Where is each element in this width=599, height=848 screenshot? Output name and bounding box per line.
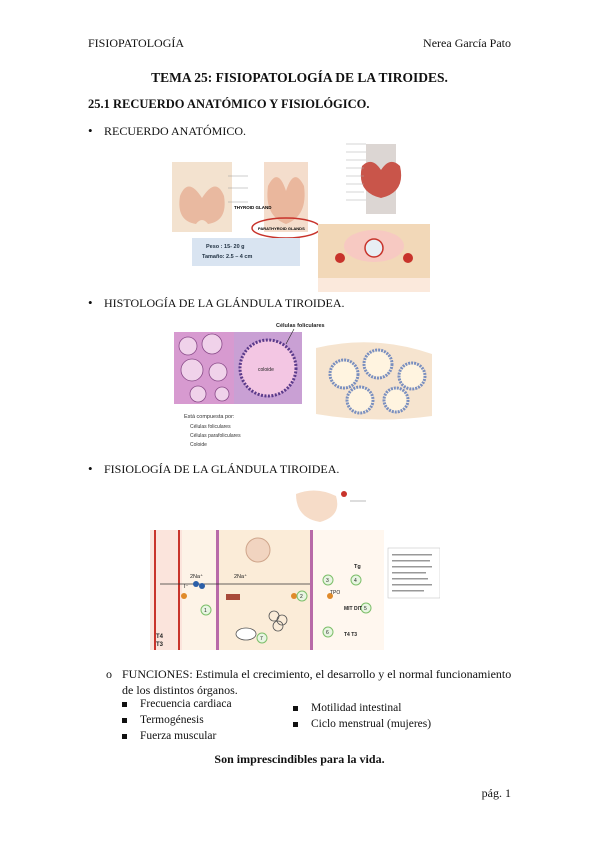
composed-label: Está compuesta por:: [184, 414, 235, 420]
square-bullet-icon: [293, 722, 298, 727]
sodium-label-2: 2Na⁺: [234, 573, 247, 580]
bullet-text: FISIOLOGÍA DE LA GLÁNDULA TIROIDEA.: [104, 462, 340, 476]
step-4: 4: [354, 578, 357, 584]
t3-label: T3: [156, 642, 164, 648]
function-item-text: Motilidad intestinal: [311, 702, 402, 714]
t4t3-colloid-label: T4 T3: [344, 632, 357, 638]
bullet-dot-icon: •: [88, 295, 93, 310]
tg-label: Tg: [354, 564, 361, 570]
weight-text: Peso : 15- 20 g: [206, 244, 245, 250]
function-item-text: Termogénesis: [140, 714, 204, 726]
function-item-text: Ciclo menstrual (mujeres): [311, 718, 432, 730]
mit-dit-label: MIT DIT: [344, 606, 362, 612]
thyroid-gland-label: THYROID GLAND: [234, 205, 272, 210]
anatomy-figure: THYROID GLAND PARATHYROID GLANDS Peso : …: [172, 143, 430, 292]
size-text: Tamaño: 2.5 – 4 cm: [202, 254, 252, 260]
bullet-dot-icon: •: [88, 123, 93, 138]
composition-item: Coloide: [190, 442, 207, 448]
functions-text: FUNCIONES: Estimula el crecimiento, el d…: [122, 667, 512, 697]
composition-item: Células parafoliculares: [190, 433, 241, 439]
cell-inset: [296, 490, 338, 522]
iodide-label: I⁻: [184, 584, 189, 590]
step-6: 6: [326, 630, 329, 636]
closing-statement: Son imprescindibles para la vida.: [214, 752, 385, 766]
section-heading: 25.1 RECUERDO ANATÓMICO Y FISIOLÓGICO.: [88, 97, 370, 111]
composition-item: Células foliculares: [190, 424, 231, 430]
size-info-box: [192, 238, 300, 266]
t4-label: T4: [156, 634, 164, 640]
square-bullet-icon: [122, 734, 127, 739]
square-bullet-icon: [122, 718, 127, 723]
follicular-cells-label: Células foliculares: [276, 323, 325, 329]
step-2: 2: [300, 594, 303, 600]
header-left: FISIOPATOLOGÍA: [88, 36, 185, 50]
function-item-text: Fuerza muscular: [140, 730, 217, 742]
bullet-text: RECUERDO ANATÓMICO.: [104, 124, 247, 138]
histology-figure: coloide Células foliculares Está compues…: [174, 323, 432, 448]
bullet-text: HISTOLOGÍA DE LA GLÁNDULA TIROIDEA.: [104, 296, 345, 310]
document-title: TEMA 25: FISIOPATOLOGÍA DE LA TIROIDES.: [151, 70, 448, 85]
square-bullet-icon: [122, 702, 127, 707]
sodium-label: 2Na⁺: [190, 573, 203, 580]
step-3: 3: [326, 578, 329, 584]
sub-bullet-marker: o: [106, 667, 112, 681]
square-bullet-icon: [293, 706, 298, 711]
thyroid-lobes-drawing: [179, 186, 225, 224]
tpo-label: TPO: [330, 590, 340, 596]
physiology-figure: 2Na⁺ 2Na⁺ I⁻ 1 2 3 4 5 6 7 TPO Tg MIT DI…: [150, 490, 440, 650]
page-number: pág. 1: [481, 786, 511, 800]
colloid-label: coloide: [258, 367, 274, 373]
function-item-text: Frecuencia cardiaca: [140, 698, 232, 710]
step-7: 7: [260, 636, 263, 642]
step-1: 1: [204, 608, 207, 614]
parathyroid-label: PARATHYROID GLANDS: [258, 226, 305, 231]
header-right: Nerea García Pato: [423, 36, 511, 50]
bullet-dot-icon: •: [88, 461, 93, 476]
step-5: 5: [364, 606, 367, 612]
thyroid-gland-red-drawing: [360, 161, 402, 198]
